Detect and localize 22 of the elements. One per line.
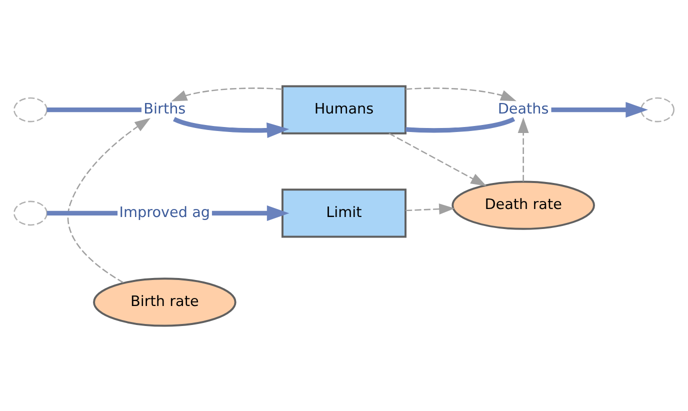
arrow xyxy=(406,87,516,101)
node-box: Humans xyxy=(282,84,406,134)
arrow xyxy=(406,203,455,214)
node-cloud xyxy=(14,200,48,226)
connector xyxy=(46,210,118,215)
node-cloud xyxy=(14,96,48,122)
node-ellipse: Death rate xyxy=(452,180,595,230)
node-text: Improved ag xyxy=(119,204,210,220)
node-ellipse: Birth rate xyxy=(93,277,236,326)
arrow xyxy=(212,204,290,220)
node-text: Deaths xyxy=(498,100,549,117)
arrow xyxy=(388,132,487,186)
arrow xyxy=(171,87,282,101)
arrow xyxy=(67,118,150,283)
arrow xyxy=(518,116,529,181)
connector xyxy=(46,107,142,112)
node-cloud xyxy=(640,96,674,122)
node-text: Births xyxy=(144,100,186,117)
arrow xyxy=(173,116,290,138)
connector xyxy=(406,116,515,132)
arrow xyxy=(551,101,648,118)
node-box: Limit xyxy=(282,188,406,238)
